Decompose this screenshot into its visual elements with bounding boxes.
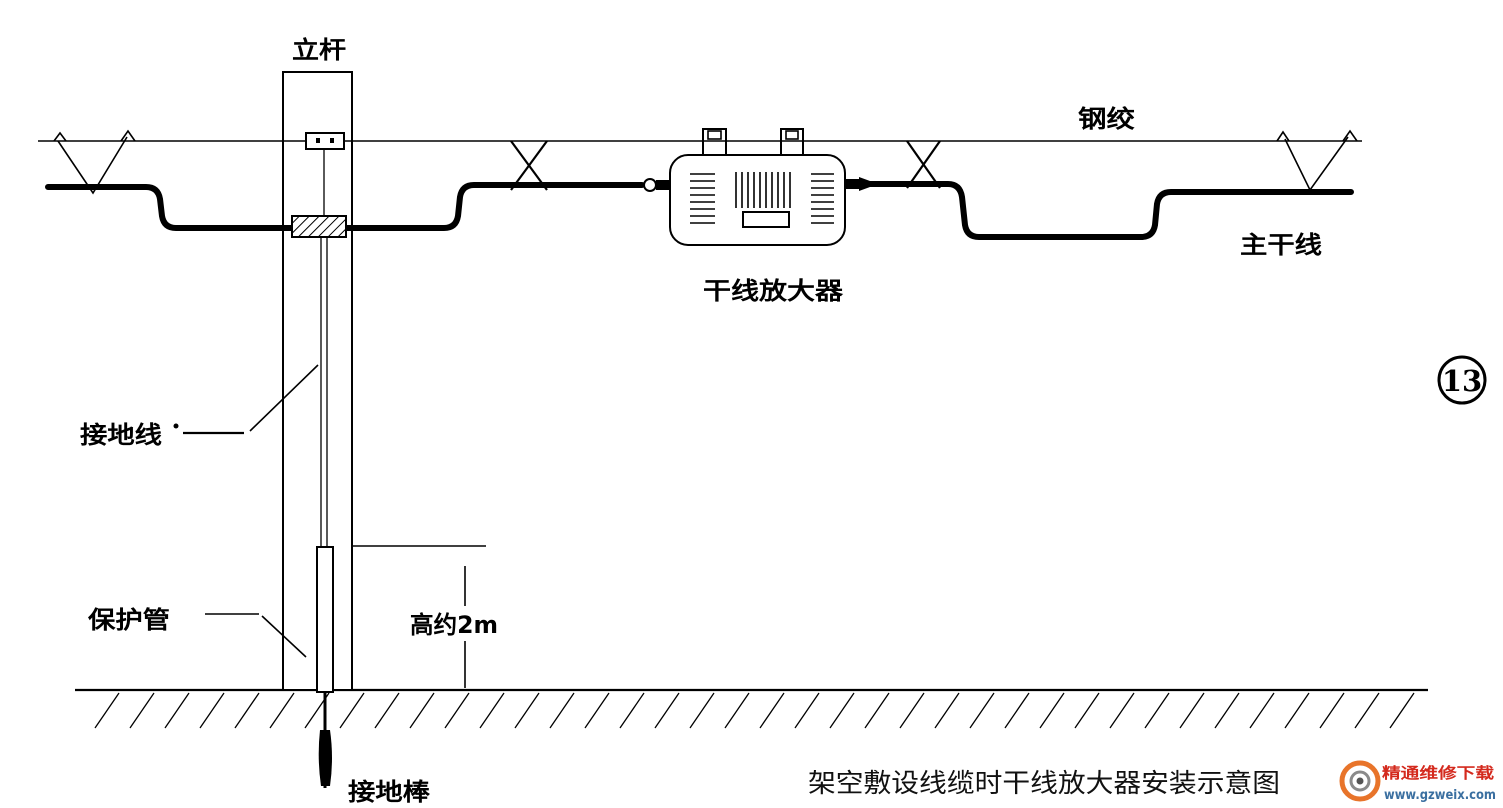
ground-hatch-line (969, 692, 995, 729)
protective-tube-label: 保护管 (87, 606, 170, 634)
ground-hatching (94, 692, 1415, 729)
leader-diagonal (261, 615, 307, 658)
connector-body (845, 179, 859, 189)
hanger-clip (53, 131, 67, 142)
pole-label: 立杆 (292, 36, 346, 64)
watermark-site-name: 精通维修下载 (1382, 764, 1494, 782)
ground-hatch-line (269, 692, 295, 729)
ground-hatch-line (1039, 692, 1065, 729)
pole-messenger-clamp (305, 132, 345, 150)
ground-hatch-line (619, 692, 645, 729)
ground-hatch-line (444, 692, 470, 729)
left-cable-hanger (53, 129, 136, 195)
protective-tube-leader (205, 613, 307, 658)
ground-hatch-line (829, 692, 855, 729)
leader-diagonal (249, 364, 319, 432)
ground-rod-label: 接地棒 (348, 778, 431, 806)
cable-lashing-left (510, 140, 548, 191)
messenger-wire-label: 钢绞 (1078, 105, 1135, 133)
ground-hatch-line (689, 692, 715, 729)
ground-hatch-line (794, 692, 820, 729)
ground-hatch-line (899, 692, 925, 729)
ground-rod (318, 692, 332, 788)
ground-hatch-line (1319, 692, 1345, 729)
hanger-clip (120, 129, 136, 142)
lashing-stroke (510, 140, 548, 191)
amplifier-right-vents (811, 173, 834, 224)
ground-hatch-line (584, 692, 610, 729)
watermark-logo-pupil (1356, 777, 1364, 785)
ground-hatch-line (1004, 692, 1030, 729)
lashing-stroke (906, 140, 941, 189)
amplifier-heat-fins (735, 172, 791, 208)
ground-hatch-line (1389, 692, 1415, 729)
ground-hatch-line (1214, 692, 1240, 729)
amplifier-left-vents (690, 173, 715, 224)
connector-taper (859, 177, 870, 191)
protective-tube (316, 546, 334, 693)
connector-body (656, 180, 670, 190)
ground-wire-label: 接地线 (80, 421, 162, 449)
clamp-bolt (330, 138, 334, 143)
clamp-body (305, 132, 345, 150)
trunk-line-label: 主干线 (1240, 231, 1322, 259)
ground-hatch-line (654, 692, 680, 729)
cable-lashing-right (906, 140, 941, 189)
trunk-cable-right (863, 181, 1354, 240)
bracket-lug (707, 130, 722, 140)
ground-hatch-line (864, 692, 890, 729)
watermark-logo-ring (1339, 760, 1381, 802)
ground-wire-label-mark (173, 423, 179, 429)
connector-nut (643, 178, 657, 192)
ground-wire (320, 149, 328, 547)
height-dimension (352, 545, 486, 688)
hanger-clip (1276, 130, 1290, 142)
ground-hatch-line (1179, 692, 1205, 729)
ground-hatch-line (549, 692, 575, 729)
ground-rod-tip (318, 730, 332, 786)
ground-hatch-line (1249, 692, 1275, 729)
ground-hatch-line (164, 692, 190, 729)
ground-hatch-line (1109, 692, 1135, 729)
ground-hatch-line (339, 692, 365, 729)
ground-hatch-line (1354, 692, 1380, 729)
ground-hatch-line (1144, 692, 1170, 729)
watermark-url: www.gzweix.com (1384, 788, 1496, 803)
amplifier-nameplate (742, 211, 790, 228)
amplifier-housing (669, 154, 846, 246)
amplifier-input-connector (643, 178, 670, 192)
ground-hatch-line (724, 692, 750, 729)
ground-hatch-line (759, 692, 785, 729)
ground-hatch-line (374, 692, 400, 729)
clamp-bolt (316, 138, 320, 143)
ground-hatch-line (409, 692, 435, 729)
figure-number: 13 (1442, 364, 1482, 398)
figure-number-circle (1437, 355, 1487, 405)
watermark: 精通维修下载 www.gzweix.com (1339, 760, 1496, 803)
ground-hatch-line (479, 692, 505, 729)
ground-hatch-line (934, 692, 960, 729)
figure-number-badge: 13 (1437, 355, 1487, 405)
ground-hatch-line (234, 692, 260, 729)
hanger-clip (1342, 129, 1358, 142)
ground-wire-leader (173, 364, 319, 435)
ground-hatch-line (1074, 692, 1100, 729)
height-label: 高约2m (410, 611, 498, 639)
ground-hatch-line (514, 692, 540, 729)
trunk-amplifier-label: 干线放大器 (703, 277, 844, 305)
ground-hatch-line (199, 692, 225, 729)
figure-caption: 架空敷设线缆时干线放大器安装示意图 (808, 769, 1280, 799)
ground-hatch-line (1284, 692, 1310, 729)
ground-hatch-line (94, 692, 120, 729)
amplifier-output-connector (845, 177, 870, 191)
hanger-v-line (57, 136, 128, 195)
trunk-amplifier (643, 128, 870, 246)
bracket-lug (785, 130, 799, 140)
pole-cable-clamp (291, 215, 347, 238)
ground-hatch-line (129, 692, 155, 729)
